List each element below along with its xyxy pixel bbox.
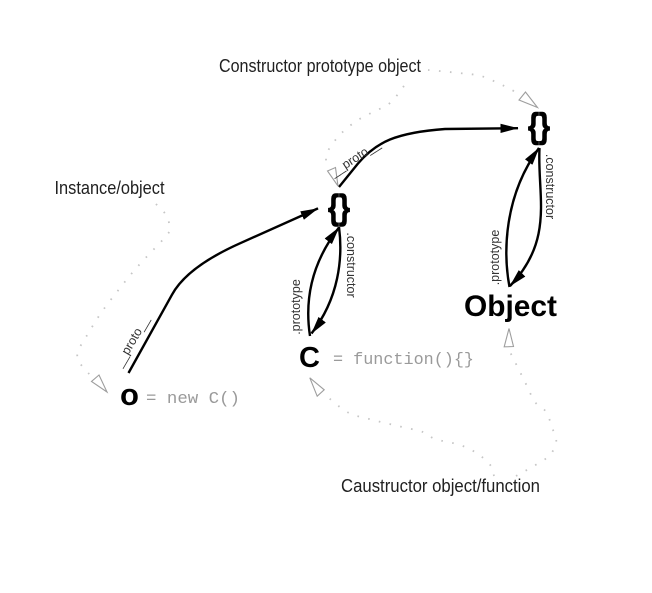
svg-text:= new C(): = new C() (146, 390, 240, 409)
svg-text:.constructor: .constructor (543, 154, 557, 219)
svg-text:.prototype: .prototype (488, 230, 502, 286)
svg-text:.prototype: .prototype (289, 279, 303, 335)
svg-text:.constructor: .constructor (344, 232, 358, 297)
svg-text:C: C (299, 342, 320, 374)
svg-text:Caustructor object/function: Caustructor object/function (341, 476, 540, 496)
svg-text:= function(){}: = function(){} (333, 351, 474, 370)
svg-text:o: o (120, 377, 139, 412)
svg-text:Instance/object: Instance/object (55, 178, 165, 198)
svg-text:Constructor prototype object: Constructor prototype object (219, 56, 421, 76)
svg-text:Object: Object (464, 290, 557, 323)
